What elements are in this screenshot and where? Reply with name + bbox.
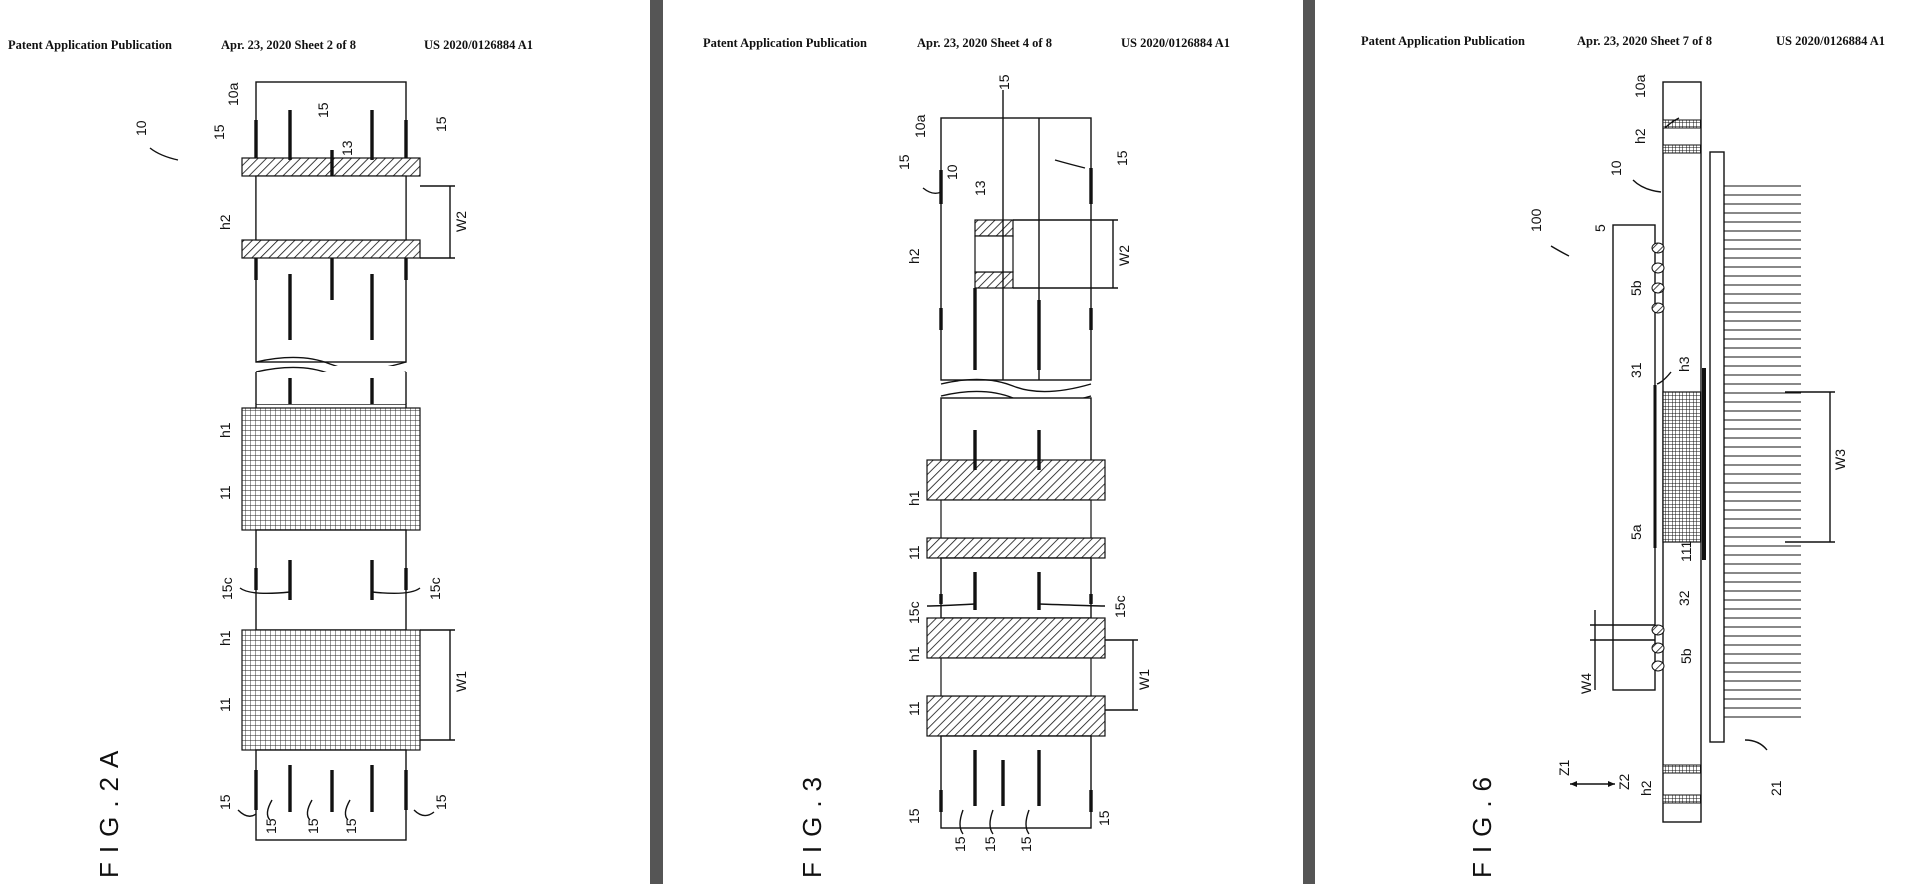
label-h2: h2	[906, 248, 922, 264]
solder-balls-lower	[1651, 624, 1665, 672]
label-h3: h3	[1676, 356, 1692, 372]
label-ref15-right: 15	[1114, 150, 1130, 166]
label-w4: W4	[1578, 673, 1594, 694]
label-h1-upper: h1	[906, 490, 922, 506]
label-ref11-lower: 11	[217, 697, 233, 712]
label-ref10: 10	[1608, 160, 1624, 176]
figure-6-drawing: 10a h2 10 100 5 5b 31 h3 W3 5a 111 32 5b…	[1467, 74, 1848, 878]
plating-lower	[241, 239, 421, 259]
label-ref15-left: 15	[896, 154, 912, 170]
board-gap	[255, 529, 407, 631]
header-publication: Patent Application Publication	[1361, 34, 1525, 48]
header-date-sheet: Apr. 23, 2020 Sheet 4 of 8	[917, 36, 1052, 50]
label-ref15-b2: 15	[982, 836, 998, 852]
header-date-sheet: Apr. 23, 2020 Sheet 7 of 8	[1577, 34, 1712, 48]
patent-sheet-fig-3: Patent Application Publication Apr. 23, …	[663, 0, 1303, 884]
patent-sheet-fig-2a: Patent Application Publication Apr. 23, …	[0, 0, 650, 884]
label-ref5b-lower: 5b	[1678, 648, 1694, 664]
hole-h2	[974, 235, 1014, 273]
patent-sheet-fig-6: Patent Application Publication Apr. 23, …	[1315, 0, 1920, 884]
label-ref15c-right: 15c	[1112, 595, 1128, 618]
label-ref11-upper: 11	[906, 545, 922, 560]
label-ref15-b3: 15	[1018, 836, 1034, 852]
board-upper	[940, 117, 1092, 381]
label-z2: Z2	[1616, 773, 1632, 790]
label-ref100: 100	[1528, 208, 1544, 232]
heatsink-fins	[1724, 185, 1801, 718]
label-h1-upper: h1	[217, 422, 233, 438]
label-ref15-bottom-left: 15	[217, 794, 233, 810]
solder-balls-upper	[1651, 242, 1665, 314]
hole-h1-upper	[940, 499, 1092, 539]
mesh-h1-lower	[241, 629, 421, 751]
label-ref10a: 10a	[225, 82, 241, 106]
header-number: US 2020/0126884 A1	[424, 38, 534, 52]
label-ref15-top: 15	[996, 74, 1012, 90]
label-ref11-lower: 11	[906, 701, 922, 716]
header-date-sheet: Apr. 23, 2020 Sheet 2 of 8	[221, 38, 356, 52]
hole-h2	[255, 175, 407, 241]
label-ref21: 21	[1768, 780, 1784, 796]
header-number: US 2020/0126884 A1	[1776, 34, 1886, 48]
label-ref31: 31	[1628, 362, 1644, 378]
label-ref10a: 10a	[912, 114, 928, 138]
label-ref111: 111	[1678, 541, 1694, 562]
label-ref32: 32	[1676, 590, 1692, 606]
label-ref5b-upper: 5b	[1628, 280, 1644, 296]
figure-3-drawing: 10 10a 15 15 15 13 h2 W2 h1 11 15c 15c h…	[797, 74, 1152, 878]
header-publication: Patent Application Publication	[8, 38, 172, 52]
label-ref15-bottom-left: 15	[906, 808, 922, 824]
label-ref15-b2: 15	[305, 818, 321, 834]
label-ref10: 10	[944, 164, 960, 180]
label-w1: W1	[1136, 669, 1152, 690]
label-ref5: 5	[1592, 224, 1608, 232]
label-ref13: 13	[339, 140, 355, 156]
label-ref15-bottom-right: 15	[1096, 810, 1112, 826]
label-ref15-b1: 15	[263, 818, 279, 834]
board-gap	[940, 557, 1092, 619]
heatsink-base	[1709, 151, 1725, 743]
label-ref15c-right: 15c	[427, 577, 443, 600]
board-bottom	[940, 735, 1092, 829]
label-ref15c-left: 15c	[219, 577, 235, 600]
label-ref15-left: 15	[211, 124, 227, 140]
label-h2-bottom: h2	[1638, 780, 1654, 796]
label-ref10: 10	[133, 120, 149, 136]
figure-label: FIG.6	[1467, 768, 1497, 878]
label-ref15-bottom-right: 15	[433, 794, 449, 810]
label-ref5a: 5a	[1628, 524, 1644, 540]
label-ref15-b1: 15	[952, 836, 968, 852]
figure-2a-drawing: 10 10a 15 15 15 13 h2 W2 h1 11 15c 15c h…	[94, 81, 469, 878]
label-h2-top: h2	[1632, 128, 1648, 144]
label-ref13: 13	[972, 180, 988, 196]
hole-h1-lower	[940, 657, 1092, 697]
label-ref15-b3: 15	[343, 818, 359, 834]
header-publication: Patent Application Publication	[703, 36, 867, 50]
label-h1-lower: h1	[906, 646, 922, 662]
label-z1: Z1	[1556, 759, 1572, 776]
label-ref11-upper: 11	[217, 485, 233, 500]
label-w2: W2	[1116, 245, 1132, 266]
label-h2: h2	[217, 214, 233, 230]
label-w1: W1	[453, 671, 469, 692]
figure-label: FIG.3	[797, 768, 827, 878]
figure-label: FIG.2A	[94, 742, 124, 878]
header-number: US 2020/0126884 A1	[1121, 36, 1231, 50]
label-ref15-inner: 15	[315, 102, 331, 118]
label-ref15c-left: 15c	[906, 601, 922, 624]
label-w3: W3	[1832, 449, 1848, 470]
mesh-h1-upper	[241, 407, 421, 531]
label-ref10a: 10a	[1632, 74, 1648, 98]
label-ref15-right: 15	[433, 116, 449, 132]
thermal-via-111	[1662, 391, 1702, 543]
label-w2: W2	[453, 211, 469, 232]
label-h1-lower: h1	[217, 630, 233, 646]
